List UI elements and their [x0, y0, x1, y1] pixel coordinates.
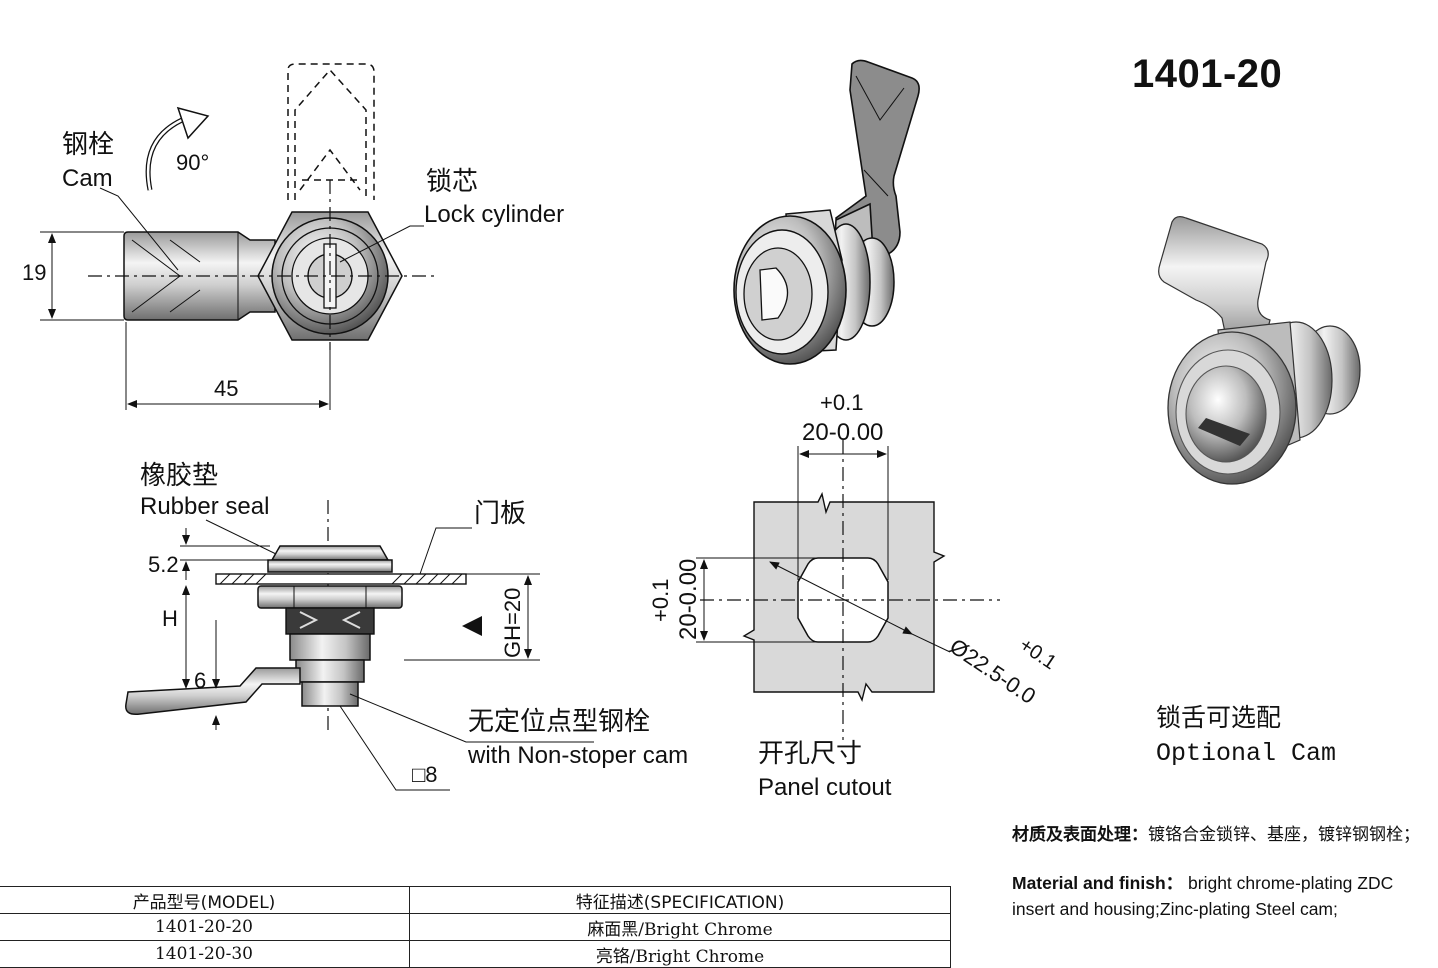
side-view-labels: 橡胶垫 Rubber seal 门板 5.2 H GH=20 6 无定位点型钢栓…: [140, 460, 688, 787]
material-en-value: bright chrome-plating ZDC insert and hou…: [1012, 873, 1394, 919]
dim-height-19: 19: [22, 260, 46, 285]
side-hex-nut: [257, 585, 403, 609]
cylinder-zh-label: 锁芯: [426, 166, 478, 196]
panel-zh-label: 门板: [474, 498, 526, 528]
cylinder-en-label: Lock cylinder: [424, 201, 564, 228]
cutout-diameter-tolerance: +0.1: [1015, 634, 1060, 674]
dim-cam-6: 6: [194, 668, 206, 693]
panel-cutout-zh: 开孔尺寸: [758, 738, 862, 768]
material-zh-value: 镀铬合金锁锌、基座，镀锌钢钢栓；: [1148, 825, 1420, 845]
dim-h: H: [162, 606, 178, 631]
dim-length-45: 45: [214, 376, 238, 401]
top-view-labels: 钢栓 Cam 90° 锁芯 Lock cylinder 19 45: [22, 129, 564, 401]
cutout-width-tolerance: +0.1: [820, 390, 863, 415]
header-model: 产品型号(MODEL): [0, 886, 410, 914]
door-panel: [215, 573, 467, 585]
dim-gh-20: GH=20: [500, 588, 525, 658]
material-en: Material and finish： bright chrome-plati…: [1012, 870, 1432, 922]
threaded-body: [285, 607, 375, 635]
optional-cam-labels: 锁舌可选配 Optional Cam: [1156, 704, 1336, 768]
cutout-width: 20-0.00: [802, 419, 883, 446]
phantom-cam: [287, 63, 375, 200]
cam-en-label: Cam: [62, 165, 113, 192]
seal-zh-label: 橡胶垫: [140, 460, 218, 490]
flange-head: [270, 545, 390, 561]
optional-cam-illustration: [1158, 216, 1361, 485]
rotation-label: 90°: [176, 150, 209, 175]
seal-en-label: Rubber seal: [140, 493, 269, 520]
header-specification: 特征描述(SPECIFICATION): [409, 886, 951, 914]
model-title: 1401-20: [1132, 52, 1283, 96]
top-view: [40, 63, 436, 410]
row-model: 1401-20-20: [0, 913, 410, 941]
material-zh-key: 材质及表面处理：: [1012, 825, 1148, 845]
table-row: 1401-20-20 麻面黑/Bright Chrome: [0, 913, 951, 941]
non-stopper-cam-zh: 无定位点型钢栓: [468, 706, 650, 736]
material-zh: 材质及表面处理：镀铬合金锁锌、基座，镀锌钢钢栓；: [1012, 822, 1432, 848]
material-en-key: Material and finish：: [1012, 873, 1184, 893]
side-view: [125, 500, 594, 791]
cam-zh-label: 钢栓: [62, 129, 114, 159]
table-row: 1401-20-30 亮铬/Bright Chrome: [0, 940, 951, 968]
spec-table-header: 产品型号(MODEL) 特征描述(SPECIFICATION): [0, 886, 951, 914]
cutout-height: 20-0.00: [675, 559, 702, 640]
panel-cutout-en: Panel cutout: [758, 774, 892, 801]
cutout-height-tolerance: +0.1: [648, 579, 673, 622]
row-specification: 亮铬/Bright Chrome: [409, 940, 951, 968]
dim-seal-5-2: 5.2: [148, 552, 179, 577]
row-model: 1401-20-30: [0, 940, 410, 968]
row-specification: 麻面黑/Bright Chrome: [409, 913, 951, 941]
non-stopper-cam-en: with Non-stoper cam: [467, 742, 688, 769]
panel-cutout: [696, 440, 1000, 740]
lock-illustration: [733, 59, 920, 365]
optional-cam-zh: 锁舌可选配: [1156, 704, 1281, 734]
dim-square-8: □8: [412, 762, 438, 787]
optional-cam-en: Optional Cam: [1156, 739, 1336, 768]
side-cam: [125, 667, 301, 716]
material-finish-block: 材质及表面处理：镀铬合金锁锌、基座，镀锌钢钢栓； Material and fi…: [1012, 822, 1432, 922]
spec-table: 产品型号(MODEL) 特征描述(SPECIFICATION) 1401-20-…: [0, 886, 951, 968]
